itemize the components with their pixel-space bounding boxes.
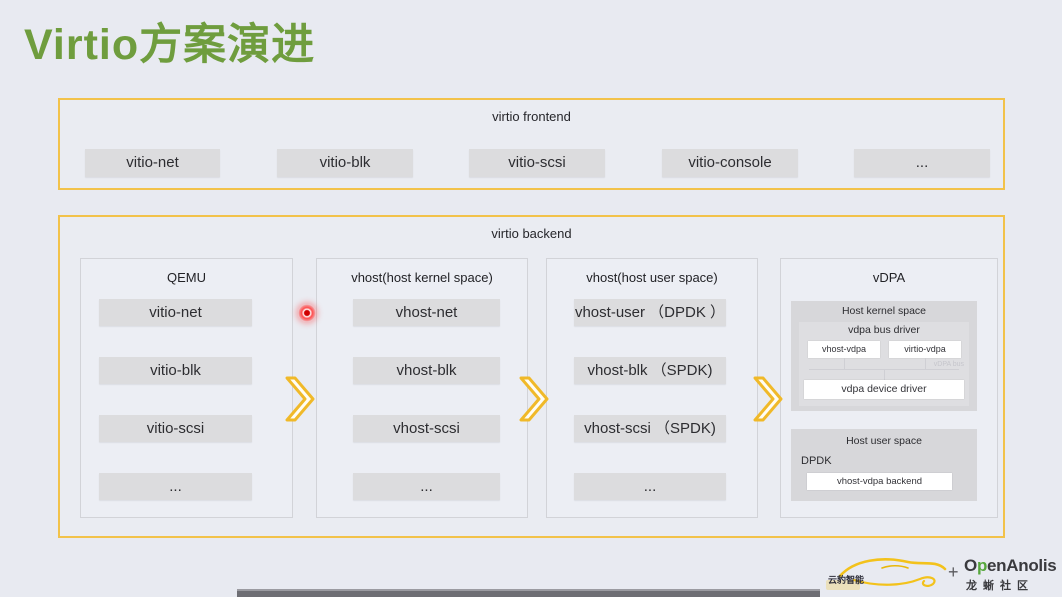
evolution-arrow-3 <box>753 376 783 422</box>
vdpa-connector-line <box>884 369 885 380</box>
vhost-kernel-item-scsi: vhost-scsi <box>353 415 500 442</box>
qemu-item-vitio-blk: vitio-blk <box>99 357 252 384</box>
vdpa-device-driver-chip: vdpa device driver <box>804 380 964 399</box>
vhost-vdpa-chip: vhost-vdpa <box>808 341 880 358</box>
qemu-column-title: QEMU <box>167 270 206 285</box>
virtio-frontend-label: virtio frontend <box>492 109 571 124</box>
dpdk-label: DPDK <box>801 455 832 467</box>
backend-column-vhost-user: vhost(host user space) vhost-user （DPDK … <box>546 258 758 518</box>
evolution-arrow-1 <box>285 376 315 422</box>
vdpa-bus-driver-label: vdpa bus driver <box>848 324 920 336</box>
frontend-item-vitio-scsi: vitio-scsi <box>469 149 605 177</box>
virtio-backend-label: virtio backend <box>491 226 572 241</box>
jaguar-logo-label: 云豹智能 <box>828 575 865 585</box>
openanolis-subtitle: 龙蜥社区 <box>966 580 1034 592</box>
vhost-kernel-column-title: vhost(host kernel space) <box>351 270 493 285</box>
vdpa-host-kernel-title: Host kernel space <box>841 305 927 317</box>
vdpa-host-user-box: Host user space DPDK vhost-vdpa backend <box>791 429 977 501</box>
vdpa-bus-faint-label: vDPA bus <box>933 361 964 368</box>
vhost-kernel-item-blk: vhost-blk <box>353 357 500 384</box>
video-progress-bar[interactable] <box>237 589 820 597</box>
evolution-arrow-2 <box>519 376 549 422</box>
backend-column-qemu: QEMU vitio-net vitio-blk vitio-scsi ... <box>80 258 293 518</box>
virtio-vdpa-chip: virtio-vdpa <box>889 341 961 358</box>
vhost-vdpa-backend-chip: vhost-vdpa backend <box>807 473 952 490</box>
logo-plus-separator: + <box>948 562 959 582</box>
vdpa-host-kernel-box: Host kernel space vdpa bus driver vhost-… <box>791 301 977 411</box>
vdpa-bus-driver-panel: vdpa bus driver vhost-vdpa virtio-vdpa v… <box>799 322 969 406</box>
openanolis-wordmark: OpenAnolis <box>964 556 1057 575</box>
page-title: Virtio方案演进 <box>24 21 316 69</box>
jaguar-logo <box>826 558 947 590</box>
vdpa-connector-line <box>844 358 845 369</box>
vhost-user-column-title: vhost(host user space) <box>586 270 718 285</box>
backend-column-vhost-kernel: vhost(host kernel space) vhost-net vhost… <box>316 258 528 518</box>
qemu-item-more: ... <box>99 473 252 500</box>
vdpa-host-user-title: Host user space <box>846 435 922 447</box>
qemu-item-vitio-scsi: vitio-scsi <box>99 415 252 442</box>
frontend-item-vitio-console: vitio-console <box>662 149 798 177</box>
qemu-item-vitio-net: vitio-net <box>99 299 252 326</box>
vhost-user-item-blk-spdk: vhost-blk （SPDK) <box>574 357 726 384</box>
frontend-item-vitio-blk: vitio-blk <box>277 149 413 177</box>
vhost-user-item-more: ... <box>574 473 726 500</box>
vdpa-connector-line <box>925 358 926 369</box>
frontend-item-vitio-net: vitio-net <box>85 149 220 177</box>
vhost-user-item-dpdk: vhost-user （DPDK ） <box>574 299 726 326</box>
vhost-kernel-item-more: ... <box>353 473 500 500</box>
openanolis-green-letter: p <box>976 556 988 575</box>
vhost-kernel-item-net: vhost-net <box>353 299 500 326</box>
backend-column-vdpa: vDPA Host kernel space vdpa bus driver v… <box>780 258 998 518</box>
laser-pointer-dot <box>298 304 316 322</box>
frontend-item-more: ... <box>854 149 990 177</box>
vhost-user-item-scsi-spdk: vhost-scsi （SPDK) <box>574 415 726 442</box>
vdpa-column-title: vDPA <box>872 270 906 285</box>
virtio-frontend-section: virtio frontend vitio-net vitio-blk viti… <box>58 98 1005 190</box>
